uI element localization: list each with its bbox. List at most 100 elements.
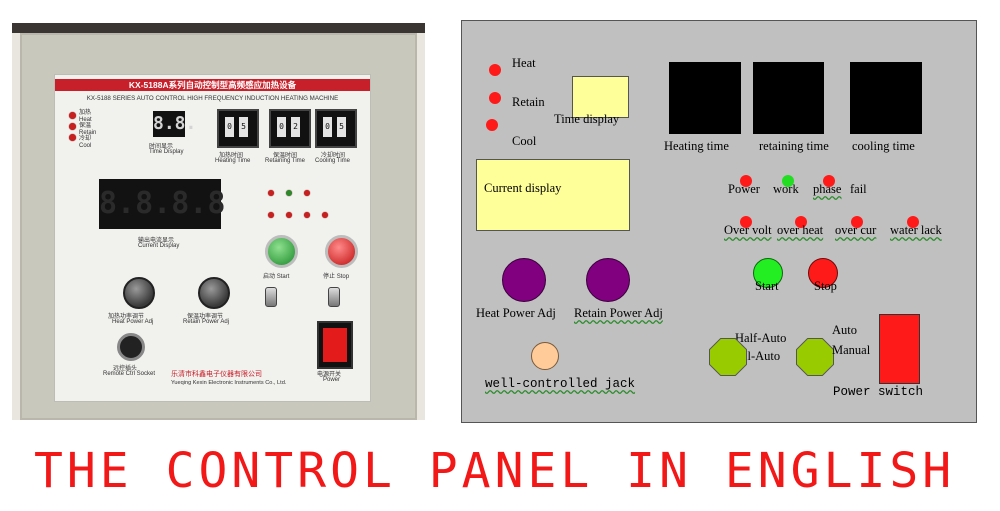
panel-photo: KX-5188A系列自动控制型高频感应加热设备 KX-5188 SERIES A… — [12, 23, 425, 420]
photo-retaining-time-en: Retaining Time — [265, 158, 306, 164]
photo-cooling-time-thumbwheel[interactable]: 0 5 — [315, 109, 357, 148]
over-volt-indicator-led — [740, 216, 752, 228]
start-button[interactable] — [753, 258, 783, 288]
over-cur-indicator-led — [851, 216, 863, 228]
photo-time-display: 8.8. — [153, 111, 196, 137]
photo-retain-power-knob[interactable] — [198, 277, 230, 309]
photo-heat-power-knob[interactable] — [123, 277, 155, 309]
retain-power-adj-knob[interactable] — [586, 258, 630, 302]
phase-indicator-label: phase — [813, 182, 842, 196]
photo-socket-cn: 远控插头 — [113, 366, 138, 372]
caption: THE CONTROL PANEL IN ENGLISH — [34, 443, 956, 499]
photo-manual-toggle[interactable] — [328, 287, 340, 307]
photo-led-retain-cn: 保温 — [79, 123, 92, 129]
photo-retaining-time-cn: 保温时间 — [273, 153, 298, 159]
auto-manual-selector[interactable] — [797, 339, 833, 375]
photo-led-cool-cn: 冷却 — [79, 136, 92, 142]
stop-label: Stop — [814, 279, 837, 293]
photo-retain-power-en: Retain Power Adj — [183, 319, 230, 325]
heat-power-adj-knob[interactable] — [502, 258, 546, 302]
photo-heat-led — [69, 112, 76, 119]
photo-cooling-digit-1: 0 — [323, 117, 332, 137]
photo-retaining-digit-1: 0 — [277, 117, 286, 137]
photo-power-switch[interactable] — [317, 321, 353, 369]
photo-time-display-en: Time Display — [149, 149, 184, 155]
cooling-time-display — [850, 62, 922, 134]
panel-faceplate: KX-5188A系列自动控制型高频感应加热设备 KX-5188 SERIES A… — [54, 74, 371, 402]
manual-label: Manual — [832, 343, 871, 357]
cooling-time-label: cooling time — [852, 139, 915, 153]
retain-power-adj-label: Retain Power Adj — [574, 306, 663, 320]
fail-indicator-label: fail — [850, 182, 867, 196]
heat-led — [489, 64, 501, 76]
heat-power-adj-label: Heat Power Adj — [476, 306, 556, 320]
photo-heat-power-en: Heat Power Adj — [112, 319, 154, 325]
photo-stop-button[interactable] — [325, 235, 358, 268]
photo-heating-digit-1: 0 — [225, 117, 234, 137]
photo-led-labels: 加热 Heat 保温 Retain 冷却 Cool — [79, 110, 96, 149]
water-lack-label: water lack — [890, 223, 942, 237]
over-cur-label: over cur — [835, 223, 877, 237]
photo-time-display-cn: 时间显示 — [149, 144, 174, 150]
photo-heating-time-en: Heating Time — [215, 158, 251, 164]
photo-current-display-cn: 输出电流显示 — [138, 238, 175, 244]
well-controlled-jack[interactable] — [531, 342, 559, 370]
current-display-label: Current display — [484, 181, 562, 195]
photo-over-volt-led — [268, 212, 274, 218]
photo-auto-mode-toggle[interactable] — [265, 287, 277, 307]
photo-start-button[interactable] — [265, 235, 298, 268]
phase-fail-indicator-led — [823, 175, 835, 187]
photo-remote-socket[interactable] — [117, 333, 145, 361]
photo-cooling-time-cn: 冷却时间 — [321, 153, 346, 159]
current-display-box — [476, 159, 630, 231]
stop-button[interactable] — [808, 258, 838, 288]
half-all-auto-selector[interactable] — [710, 339, 746, 375]
photo-socket-en: Remote Ctrl Socket — [103, 371, 156, 377]
photo-led-retain-en: Retain — [79, 129, 97, 136]
cool-led — [486, 119, 498, 131]
photo-heating-digit-2: 5 — [239, 117, 248, 137]
work-indicator-led — [782, 175, 794, 187]
cool-label: Cool — [512, 134, 537, 148]
time-display-box — [572, 76, 629, 118]
photo-maker-cn: 乐清市科鑫电子仪器有限公司 — [171, 371, 262, 378]
heating-time-display — [669, 62, 741, 134]
photo-cooling-time-en: Cooling Time — [315, 158, 351, 164]
photo-led-heat-en: Heat — [79, 116, 92, 123]
photo-power-cn: 电源开关 — [317, 372, 342, 378]
start-label: Start — [755, 279, 779, 293]
photo-heat-power-cn: 加热功率调节 — [108, 314, 145, 320]
heating-time-label: Heating time — [664, 139, 729, 153]
power-switch-label: Power switch — [833, 385, 924, 399]
photo-over-heat-led — [286, 212, 292, 218]
photo-subtitle-en: KX-5188 SERIES AUTO CONTROL HIGH FREQUEN… — [86, 95, 339, 102]
photo-retain-led — [69, 123, 76, 130]
time-display-label: Time display — [554, 112, 620, 126]
work-indicator-label: work — [773, 182, 799, 196]
photo-cool-led — [69, 134, 76, 141]
photo-stop-label: 停止 Stop — [323, 274, 350, 280]
retain-led — [489, 92, 501, 104]
power-indicator-led — [740, 175, 752, 187]
power-switch[interactable] — [879, 314, 920, 384]
photo-current-display: 8.8.8.8 — [99, 179, 225, 229]
well-controlled-jack-label: well-controlled jack — [485, 377, 636, 391]
retain-label: Retain — [512, 95, 545, 109]
photo-led-heat-cn: 加热 — [79, 110, 92, 116]
half-auto-label: Half-Auto — [735, 331, 787, 345]
photo-water-lack-led — [322, 212, 328, 218]
photo-start-label: 启动 Start — [263, 274, 290, 280]
english-control-panel-diagram: Heat Retain Cool Time display Heating ti… — [461, 20, 977, 423]
photo-over-cur-led — [304, 212, 310, 218]
photo-heating-time-cn: 加热时间 — [219, 153, 244, 159]
photo-power-en: Power — [323, 377, 341, 383]
over-heat-label: over heat — [777, 223, 824, 237]
photo-heating-time-thumbwheel[interactable]: 0 5 — [217, 109, 259, 148]
photo-phase-fail-led — [304, 190, 310, 196]
photo-retaining-time-thumbwheel[interactable]: 0 2 — [269, 109, 311, 148]
retaining-time-display — [753, 62, 824, 134]
photo-power-led — [268, 190, 274, 196]
photo-led-cool-en: Cool — [79, 142, 92, 149]
over-heat-indicator-led — [795, 216, 807, 228]
photo-title-cn: KX-5188A系列自动控制型高频感应加热设备 — [55, 79, 370, 91]
